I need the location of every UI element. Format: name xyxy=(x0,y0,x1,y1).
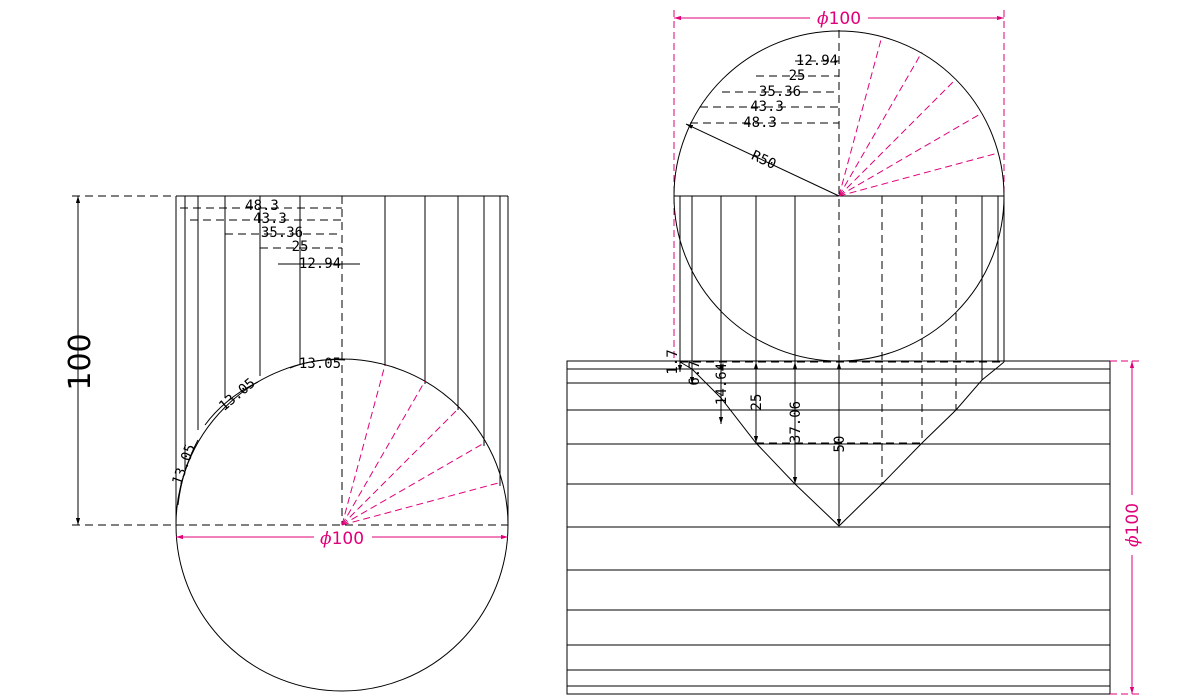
chord-label-4: 12.94 xyxy=(299,256,341,272)
depth-label-5: 50 xyxy=(832,436,848,453)
intersection-curve xyxy=(679,361,1005,527)
depth-label-2: 14.64 xyxy=(714,363,730,405)
chord-label-3: 25 xyxy=(292,239,309,255)
radius-label: R50 xyxy=(749,148,779,173)
left-diameter-label: ϕ100 xyxy=(320,529,364,549)
left-view: 100 48.3 43.3 35.36 25 12.94 13.05 13.05… xyxy=(63,195,509,692)
side-diameter-label: ϕ100 xyxy=(1123,503,1143,547)
depth-label-3: 25 xyxy=(749,394,765,411)
depth-label-1: 6.7 xyxy=(687,360,703,385)
chord-label-2: 35.36 xyxy=(261,225,303,241)
left-radial-divisions xyxy=(341,364,503,526)
top-diameter-label: ϕ100 xyxy=(817,9,861,29)
chord-label-0: 48.3 xyxy=(245,198,279,214)
label-bg xyxy=(314,528,372,548)
arc-label-0: 13.05 xyxy=(170,442,199,487)
arc-dim xyxy=(177,439,199,506)
right-view: ϕ100 R50 12.94 25 35.36 43.3 48.3 xyxy=(566,7,1143,695)
radius-line xyxy=(685,123,840,197)
arc-label-1: 13.05 xyxy=(216,375,259,414)
label-bg xyxy=(810,7,868,27)
depth-label-4: 37.06 xyxy=(788,401,804,443)
right-chord-label-3: 43.3 xyxy=(750,99,784,115)
right-chord-label-1: 25 xyxy=(789,68,806,84)
right-chord-label-2: 35.36 xyxy=(759,84,801,100)
chord-label-1: 43.3 xyxy=(253,211,287,227)
right-radial-divisions xyxy=(838,35,999,197)
arc-dim xyxy=(289,359,346,369)
depth-label-0: 1.7 xyxy=(665,349,681,374)
height-dimension-label: 100 xyxy=(63,333,98,390)
arc-dim xyxy=(204,381,259,426)
right-chord-label-0: 12.94 xyxy=(796,53,838,69)
right-chord-label-4: 48.3 xyxy=(743,115,777,131)
label-bg xyxy=(1122,495,1142,555)
arc-label-2: 13.05 xyxy=(299,356,341,372)
